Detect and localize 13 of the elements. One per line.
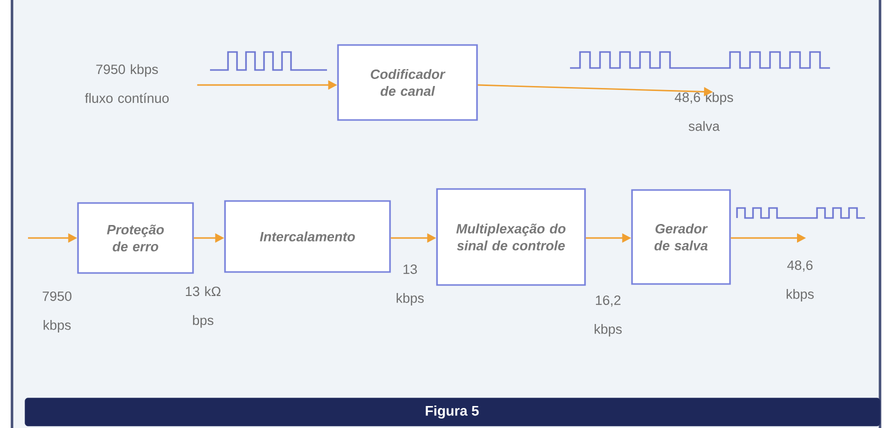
process-box: Multiplexação do sinal de controle: [436, 188, 586, 286]
rate-label: 13 kΩ bps: [186, 286, 221, 328]
rate-label: 7950 kbps fluxo contínuo: [84, 64, 169, 103]
rate-label: 16,2 kbps: [594, 295, 622, 337]
rate-label: 7950 kbps: [42, 291, 72, 333]
rate-label: 48,6 kbps salva: [674, 92, 734, 131]
rate-label: 48,6 kbps: [786, 260, 814, 302]
process-box: Codificador de canal: [337, 44, 478, 121]
process-box: Intercalamento: [224, 200, 391, 273]
process-box: Proteção de erro: [77, 202, 194, 274]
caption-bar: Figura 5: [24, 398, 880, 426]
rate-label: 13 kbps: [396, 264, 424, 306]
process-box: Gerador de salva: [631, 189, 731, 285]
